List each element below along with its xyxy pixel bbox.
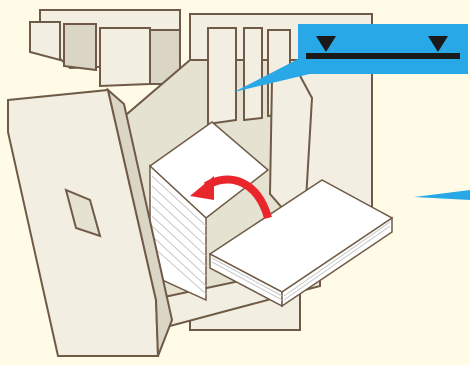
callout-box (298, 24, 468, 74)
side-guide (270, 72, 312, 210)
